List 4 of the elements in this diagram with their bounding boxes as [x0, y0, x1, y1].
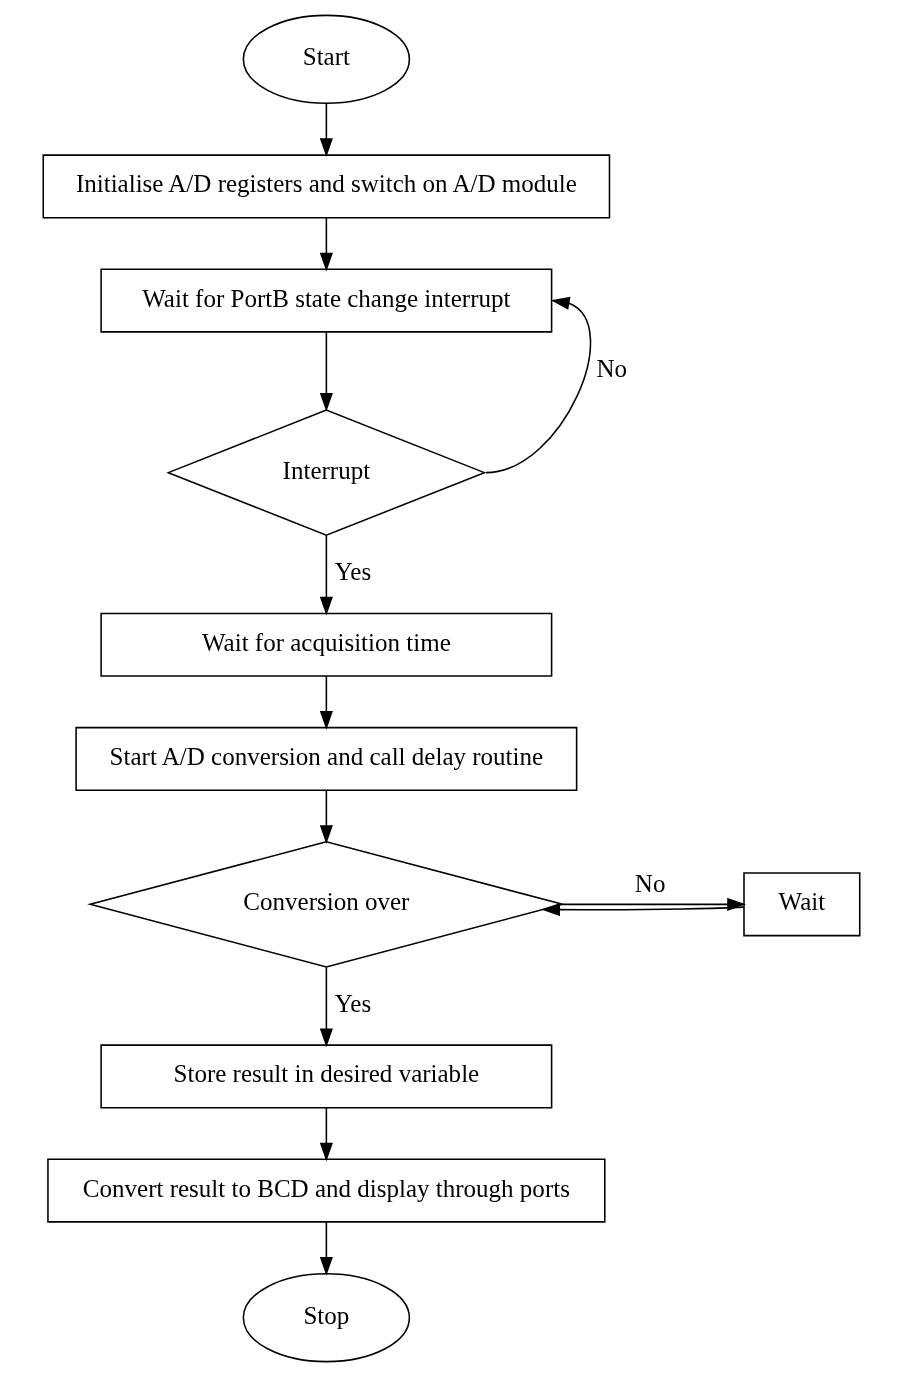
- edge-label: Yes: [334, 558, 372, 586]
- edge-label: Yes: [334, 989, 372, 1017]
- edge-label: No: [634, 869, 666, 897]
- edge-label: No: [596, 354, 628, 382]
